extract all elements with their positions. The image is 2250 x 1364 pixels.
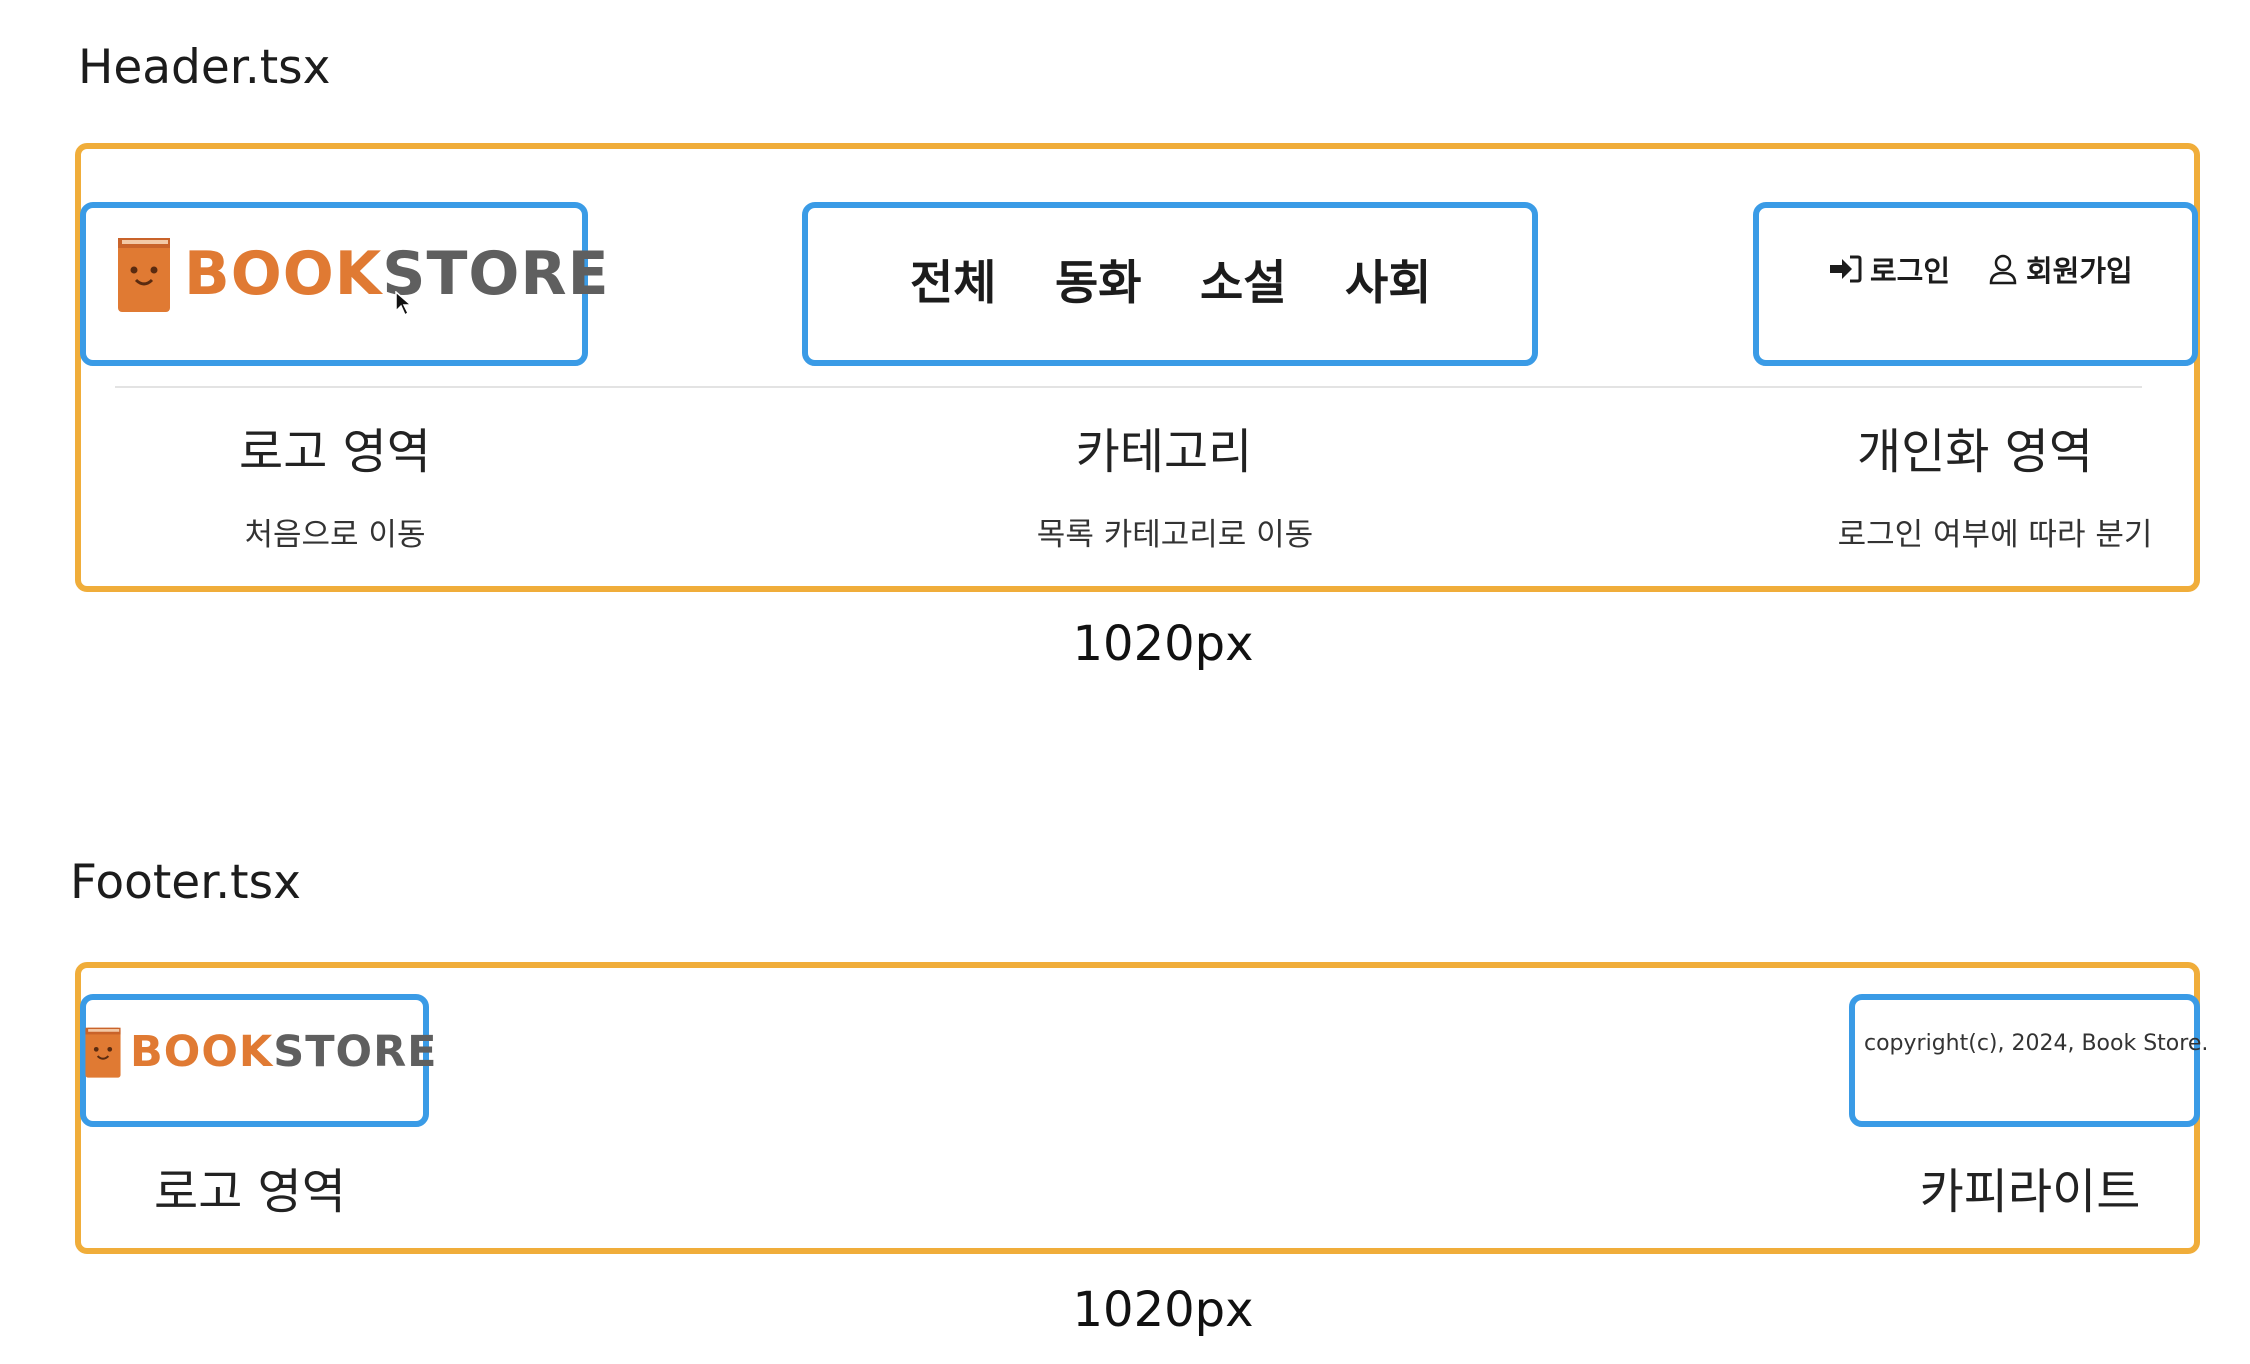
header-divider: [115, 386, 2142, 388]
category-novel[interactable]: 소설: [1200, 256, 1287, 311]
logo-area-title: 로고 영역: [239, 424, 431, 480]
category-area-title: 카테고리: [1075, 424, 1253, 480]
category-all[interactable]: 전체: [910, 256, 997, 311]
footer-brand-part2: STORE: [273, 1026, 438, 1077]
brand-name: BOOKSTORE: [184, 244, 610, 304]
category-society[interactable]: 사회: [1345, 256, 1432, 311]
category-area-desc: 목록 카테고리로 이동: [1036, 517, 1314, 553]
footer-brand-name: BOOKSTORE: [130, 1030, 438, 1074]
sign-in-icon: [1830, 255, 1862, 283]
copyright-area-title: 카피라이트: [1919, 1164, 2141, 1220]
header-frame: [75, 143, 2200, 592]
brand-name-part1: BOOK: [184, 239, 383, 309]
footer-file-label: Footer.tsx: [70, 855, 301, 910]
personal-box: [1753, 202, 2198, 366]
signup-link[interactable]: 회원가입: [1988, 248, 2133, 290]
book-face-icon: [118, 238, 170, 312]
header-logo[interactable]: BOOKSTORE: [116, 234, 610, 314]
login-link[interactable]: 로그인: [1828, 248, 1950, 290]
mouse-cursor-icon: [395, 291, 413, 317]
header-file-label: Header.tsx: [78, 40, 331, 95]
personal-area-title: 개인화 영역: [1856, 424, 2094, 480]
footer-logo-area-title: 로고 영역: [154, 1164, 346, 1220]
category-fairy-tale[interactable]: 동화: [1055, 256, 1142, 311]
logo-area-desc: 처음으로 이동: [244, 517, 426, 553]
copyright-box: [1849, 994, 2200, 1127]
signup-label: 회원가입: [2026, 254, 2133, 288]
copyright-text: copyright(c), 2024, Book Store.: [1864, 1031, 2209, 1056]
footer-logo[interactable]: BOOKSTORE: [84, 1025, 438, 1079]
category-box: [802, 202, 1538, 366]
personal-area-desc: 로그인 여부에 따라 분기: [1837, 517, 2153, 553]
brand-name-part2: STORE: [382, 239, 610, 309]
login-label: 로그인: [1870, 254, 1951, 288]
footer-logo-box: [80, 994, 429, 1127]
user-icon: [1989, 254, 2017, 285]
footer-width-label: 1020px: [1072, 1282, 1254, 1338]
book-face-icon: [85, 1027, 121, 1078]
header-width-label: 1020px: [1072, 616, 1254, 672]
footer-brand-part1: BOOK: [130, 1026, 274, 1077]
